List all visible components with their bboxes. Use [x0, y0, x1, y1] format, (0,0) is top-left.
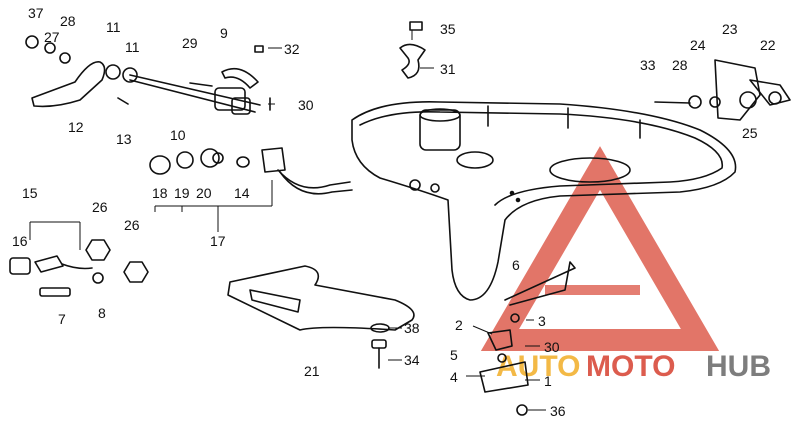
callout-11: 11 — [106, 19, 121, 35]
callout-14: 14 — [234, 185, 250, 201]
callout-34: 34 — [404, 352, 420, 368]
leader-lines — [29, 30, 546, 411]
callout-37: 37 — [28, 5, 44, 21]
callout-17: 17 — [210, 233, 226, 249]
callout-27: 27 — [44, 29, 60, 45]
callout-32: 32 — [284, 41, 300, 57]
callout-33: 33 — [640, 57, 656, 73]
callout-16: 16 — [12, 233, 28, 249]
lower-engine-cover — [351, 101, 737, 301]
callout-6: 6 — [512, 257, 520, 273]
throttle-lever-assembly — [25, 35, 271, 115]
kill-switch-parts — [9, 221, 149, 297]
callout-1: 1 — [544, 373, 552, 389]
callout-30: 30 — [544, 339, 560, 355]
watermark-text-auto: AUTO — [496, 350, 580, 383]
callout-5: 5 — [450, 347, 458, 363]
callout-29: 29 — [182, 35, 198, 51]
callout-35: 35 — [440, 21, 456, 37]
watermark-logo: AUTO MOTO HUB — [480, 146, 771, 383]
callout-15: 15 — [22, 185, 38, 201]
callout-11: 11 — [125, 39, 140, 55]
callout-7: 7 — [58, 311, 66, 327]
callout-18: 18 — [152, 185, 168, 201]
switch-assembly — [149, 147, 353, 195]
callout-28: 28 — [60, 13, 76, 29]
callout-10: 10 — [170, 127, 186, 143]
carrying-handle — [227, 265, 415, 331]
lower-bolts — [370, 323, 390, 369]
callout-25: 25 — [742, 125, 758, 141]
callout-26: 26 — [92, 199, 108, 215]
callout-23: 23 — [722, 21, 738, 37]
callout-36: 36 — [550, 403, 566, 419]
callout-38: 38 — [404, 320, 420, 336]
callout-3: 3 — [538, 313, 546, 329]
callout-8: 8 — [98, 305, 106, 321]
watermark-text-hub: HUB — [706, 350, 771, 383]
callout-numbers: 37 27 28 11 11 9 29 32 35 31 23 22 33 28… — [12, 5, 776, 419]
callout-2: 2 — [455, 317, 463, 333]
callout-24: 24 — [690, 37, 706, 53]
callout-19: 19 — [174, 185, 190, 201]
callout-21: 21 — [304, 363, 320, 379]
callout-13: 13 — [116, 131, 132, 147]
callout-30: 30 — [298, 97, 314, 113]
callout-12: 12 — [68, 119, 84, 135]
callout-28: 28 — [672, 57, 688, 73]
tilt-bracket-parts — [654, 59, 791, 121]
callout-4: 4 — [450, 369, 458, 385]
callout-9: 9 — [220, 25, 228, 41]
callout-20: 20 — [196, 185, 212, 201]
watermark-text-moto: MOTO — [586, 350, 675, 383]
callout-22: 22 — [760, 37, 776, 53]
upper-screws — [399, 21, 426, 79]
callout-26: 26 — [124, 217, 140, 233]
shift-linkage-parts — [479, 261, 576, 416]
callout-31: 31 — [440, 61, 456, 77]
